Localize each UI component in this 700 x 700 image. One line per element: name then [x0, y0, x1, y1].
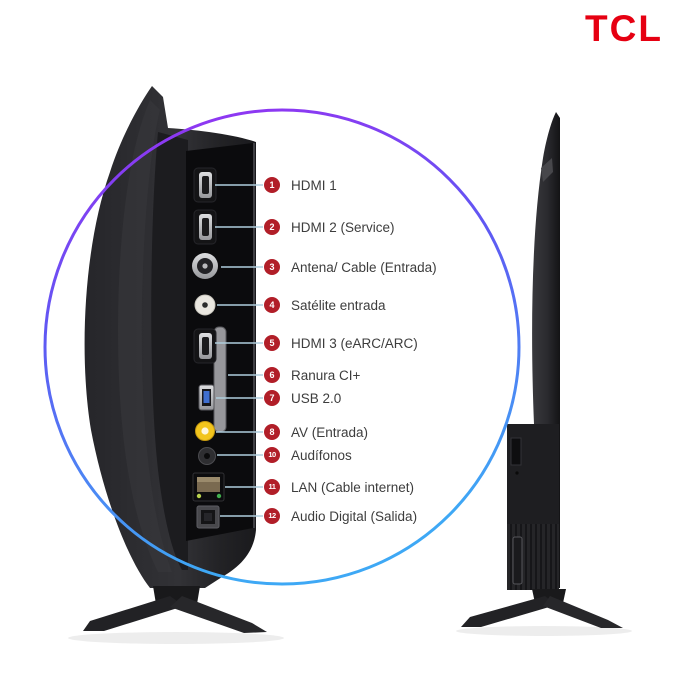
- callout-badge: 1: [264, 177, 280, 193]
- callout-label: Antena/ Cable (Entrada): [291, 259, 437, 275]
- leader-lines: [215, 184, 263, 517]
- right-tv-vent-slot: [512, 536, 523, 585]
- right-tv-screw: [515, 471, 519, 475]
- callout-satellite: 4 Satélite entrada: [264, 297, 386, 313]
- callout-badge: 7: [264, 390, 280, 406]
- callout-digital-audio: 12 Audio Digital (Salida): [264, 508, 417, 524]
- callout-label: Satélite entrada: [291, 297, 386, 313]
- optical-port-icon: [196, 505, 220, 529]
- callout-usb: 7 USB 2.0: [264, 390, 341, 406]
- callout-label: Ranura CI+: [291, 367, 361, 383]
- callout-hdmi1: 1 HDMI 1: [264, 177, 337, 193]
- callout-badge: 8: [264, 424, 280, 440]
- tcl-logo: TCL: [585, 8, 663, 49]
- right-tv-stand-right-leg: [543, 596, 623, 628]
- headphone-port-icon: [198, 447, 216, 465]
- callout-label: HDMI 1: [291, 177, 337, 193]
- left-tv-stand-right-leg: [170, 596, 267, 633]
- callout-label: HDMI 3 (eARC/ARC): [291, 335, 418, 351]
- magnifier-ring: [43, 108, 521, 586]
- right-tv-stand-left-leg: [461, 596, 556, 627]
- callout-badge: 11: [264, 479, 280, 495]
- callout-headphones: 10 Audífonos: [264, 447, 352, 463]
- av-port-icon: [195, 421, 215, 441]
- callout-badge: 10: [264, 447, 280, 463]
- left-tv-inner-edge: [151, 132, 188, 570]
- lan-port-icon: [192, 472, 225, 502]
- hdmi2-port-icon: [193, 209, 217, 245]
- callout-badge: 6: [264, 367, 280, 383]
- callout-av: 8 AV (Entrada): [264, 424, 368, 440]
- callout-badge: 5: [264, 335, 280, 351]
- callout-hdmi2: 2 HDMI 2 (Service): [264, 219, 395, 235]
- left-tv: [83, 86, 267, 633]
- callout-label: USB 2.0: [291, 390, 342, 406]
- satellite-port-icon: [194, 294, 216, 316]
- callout-antenna: 3 Antena/ Cable (Entrada): [264, 259, 437, 275]
- left-tv-stand-left-leg: [83, 596, 184, 631]
- left-tv-cover-curve: [118, 100, 172, 572]
- right-tv-bezel-notch: [541, 158, 553, 182]
- callout-label: Audífonos: [291, 447, 352, 463]
- callout-label: AV (Entrada): [291, 424, 369, 440]
- right-tv-box-detail: [510, 437, 522, 466]
- right-tv: [461, 112, 623, 628]
- callout-lan: 11 LAN (Cable internet): [264, 479, 414, 495]
- callout-hdmi3: 5 HDMI 3 (eARC/ARC): [264, 335, 418, 351]
- callout-badge: 2: [264, 219, 280, 235]
- callout-label: Audio Digital (Salida): [291, 508, 418, 524]
- left-tv-shadow: [68, 632, 284, 644]
- hdmi3-port-icon: [193, 328, 217, 364]
- callout-badge: 3: [264, 259, 280, 275]
- usb-port-icon: [198, 384, 215, 411]
- callout-ci: 6 Ranura CI+: [264, 367, 360, 383]
- callout-label: LAN (Cable internet): [291, 479, 415, 495]
- callout-label: HDMI 2 (Service): [291, 219, 395, 235]
- right-tv-shadow: [456, 626, 632, 636]
- callout-badge: 4: [264, 297, 280, 313]
- callout-badge: 12: [264, 508, 280, 524]
- antenna-port-icon: [192, 253, 218, 279]
- hdmi1-port-icon: [193, 167, 217, 203]
